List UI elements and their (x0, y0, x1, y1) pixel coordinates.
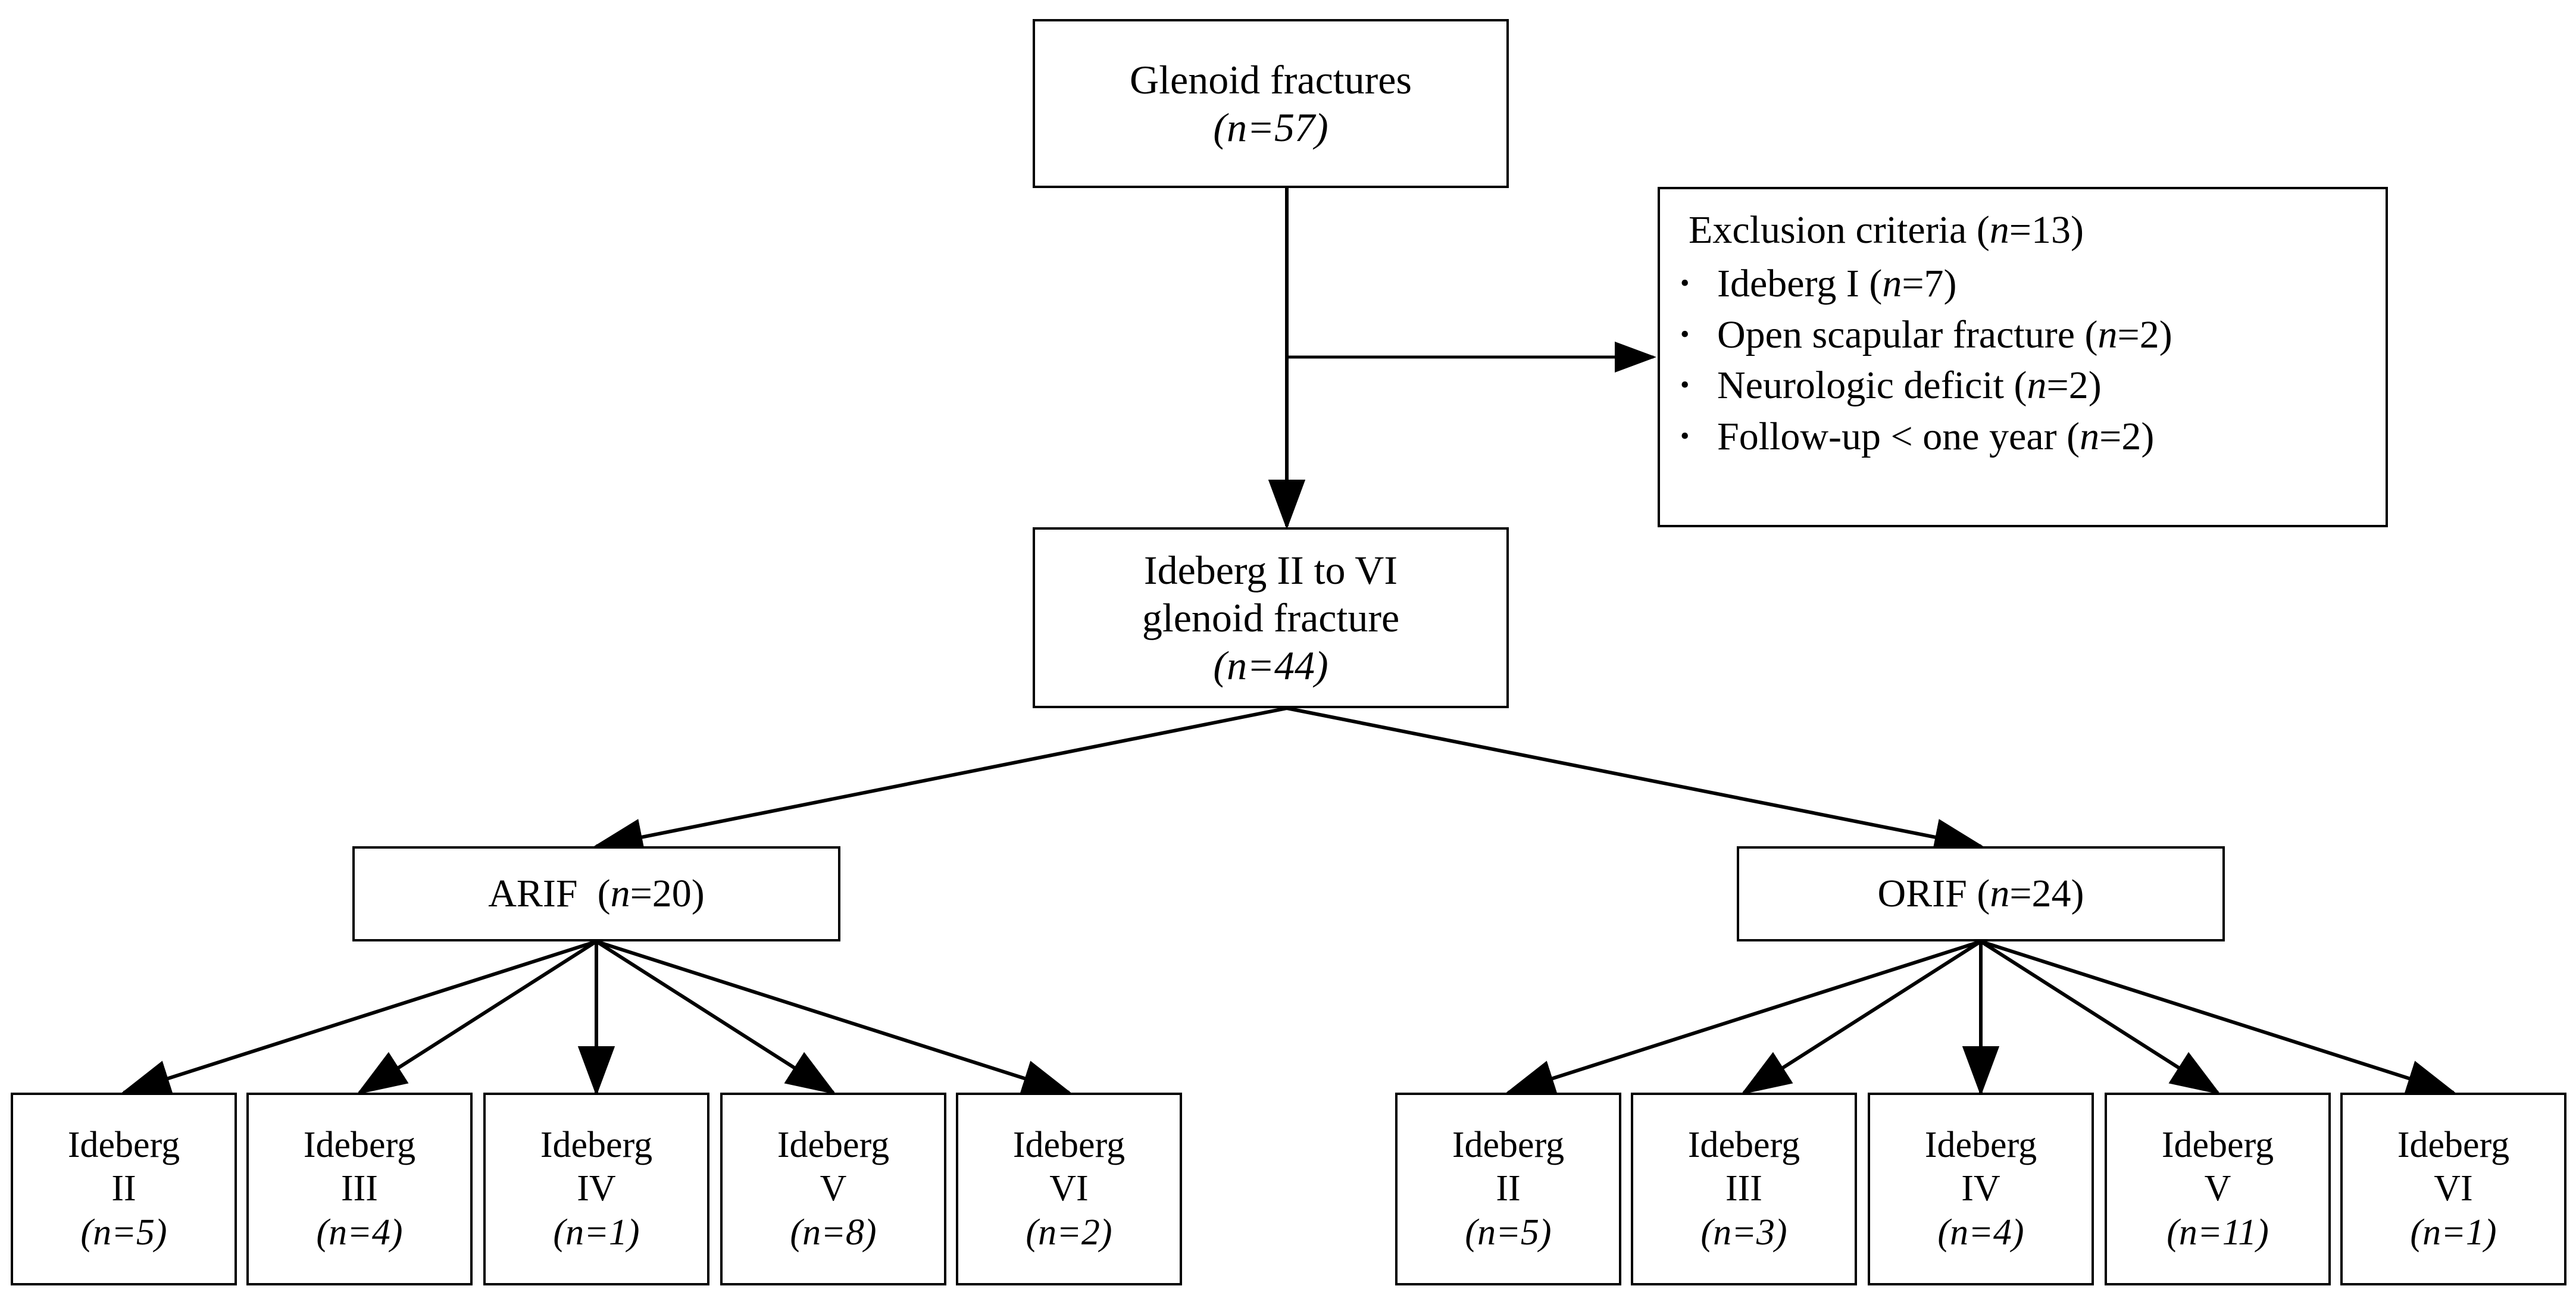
node-arif-leaf-ideberg-ii[interactable]: Ideberg II (n=5) (11, 1093, 237, 1285)
leaf-title: Ideberg (2397, 1125, 2510, 1166)
node-glenoid-fractures[interactable]: Glenoid fractures (n=57) (1033, 19, 1509, 188)
node-orif-leaf-ideberg-iii[interactable]: Ideberg III (n=3) (1631, 1093, 1857, 1285)
node-arif-leaf-ideberg-iii[interactable]: Ideberg III (n=4) (246, 1093, 473, 1285)
leaf-count: (n=4) (316, 1212, 403, 1253)
connector-included-to-arif (593, 706, 1287, 856)
included-line-1: Ideberg II to VI (1143, 547, 1398, 593)
leaf-count: (n=5) (80, 1212, 167, 1253)
exclusion-item-label: Open scapular fracture (n=2) (1717, 312, 2172, 356)
leaf-count: (n=4) (1937, 1212, 2024, 1253)
node-orif-leaf-ideberg-iv[interactable]: Ideberg IV (n=4) (1868, 1093, 2094, 1285)
glenoid-fractures-count: (n=57) (1213, 105, 1328, 150)
bullet-icon: • (1680, 319, 1690, 349)
bullet-icon: • (1680, 268, 1690, 298)
included-count: (n=44) (1213, 643, 1328, 689)
exclusion-item-label: Neurologic deficit (n=2) (1717, 364, 2102, 408)
leaf-title: Ideberg (2161, 1125, 2274, 1166)
node-arif-leaf-ideberg-v[interactable]: Ideberg V (n=8) (720, 1093, 946, 1285)
connector-orif-to-leaf-2 (1740, 940, 1982, 1095)
leaf-count: (n=2) (1026, 1212, 1112, 1253)
node-orif-leaf-ideberg-v[interactable]: Ideberg V (n=11) (2105, 1093, 2331, 1285)
leaf-count: (n=5) (1465, 1212, 1552, 1253)
exclusion-item-label: Follow-up < one year (n=2) (1717, 415, 2155, 459)
leaf-count: (n=1) (2410, 1212, 2497, 1253)
connector-arif-to-leaf-4 (595, 940, 837, 1095)
exclusion-item-label: Ideberg I (n=7) (1717, 261, 1957, 305)
connector-included-to-orif (1286, 706, 1984, 856)
leaf-grade: III (341, 1168, 378, 1209)
leaf-grade: VI (1049, 1168, 1089, 1209)
leaf-title: Ideberg (303, 1125, 416, 1166)
list-item: • Ideberg I (n=7) (1680, 258, 2368, 309)
connector-arif-to-leaf-5 (596, 940, 1073, 1096)
leaf-title: Ideberg (1452, 1125, 1565, 1166)
list-item: • Open scapular fracture (n=2) (1680, 309, 2368, 361)
leaf-grade: IV (577, 1168, 616, 1209)
leaf-title: Ideberg (1924, 1125, 2037, 1166)
leaf-grade: IV (1961, 1168, 2000, 1209)
leaf-count: (n=3) (1700, 1212, 1787, 1253)
leaf-count: (n=11) (2167, 1212, 2269, 1253)
node-orif-leaf-ideberg-vi[interactable]: Ideberg VI (n=1) (2340, 1093, 2566, 1285)
leaf-title: Ideberg (777, 1125, 890, 1166)
node-arif-leaf-ideberg-iv[interactable]: Ideberg IV (n=1) (483, 1093, 709, 1285)
node-exclusion-criteria[interactable]: Exclusion criteria (n=13) • Ideberg I (n… (1658, 187, 2388, 527)
connector-arif-to-leaf-2 (356, 940, 598, 1095)
leaf-title: Ideberg (67, 1125, 180, 1166)
leaf-count: (n=1) (553, 1212, 640, 1253)
leaf-title: Ideberg (540, 1125, 653, 1166)
leaf-title: Ideberg (1012, 1125, 1126, 1166)
leaf-title: Ideberg (1687, 1125, 1800, 1166)
exclusion-title: Exclusion criteria (n=13) (1689, 208, 2084, 252)
node-ideberg-ii-to-vi[interactable]: Ideberg II to VI glenoid fracture (n=44) (1033, 527, 1509, 708)
list-item: • Neurologic deficit (n=2) (1680, 360, 2368, 411)
leaf-grade: V (820, 1168, 847, 1209)
arif-label: ARIF (n=20) (488, 872, 705, 916)
list-item: • Follow-up < one year (n=2) (1680, 411, 2368, 462)
node-orif-leaf-ideberg-ii[interactable]: Ideberg II (n=5) (1395, 1093, 1621, 1285)
connector-arif-to-leaf-1 (120, 940, 597, 1096)
bullet-icon: • (1680, 421, 1690, 451)
leaf-grade: VI (2434, 1168, 2473, 1209)
node-arif-group[interactable]: ARIF (n=20) (352, 846, 840, 941)
connector-orif-to-leaf-4 (1980, 940, 2221, 1095)
connector-orif-to-leaf-1 (1505, 940, 1981, 1096)
node-orif-group[interactable]: ORIF (n=24) (1737, 846, 2225, 941)
leaf-grade: III (1725, 1168, 1762, 1209)
leaf-count: (n=8) (790, 1212, 877, 1253)
exclusion-list: • Ideberg I (n=7) • Open scapular fractu… (1680, 258, 2368, 462)
bullet-icon: • (1680, 370, 1690, 400)
leaf-grade: II (111, 1168, 136, 1209)
glenoid-fractures-label: Glenoid fractures (1130, 57, 1412, 102)
included-line-2: glenoid fracture (1142, 595, 1400, 640)
connector-orif-to-leaf-5 (1980, 940, 2457, 1096)
node-arif-leaf-ideberg-vi[interactable]: Ideberg VI (n=2) (956, 1093, 1182, 1285)
leaf-grade: II (1496, 1168, 1521, 1209)
leaf-grade: V (2204, 1168, 2231, 1209)
orif-label: ORIF (n=24) (1877, 872, 2084, 916)
